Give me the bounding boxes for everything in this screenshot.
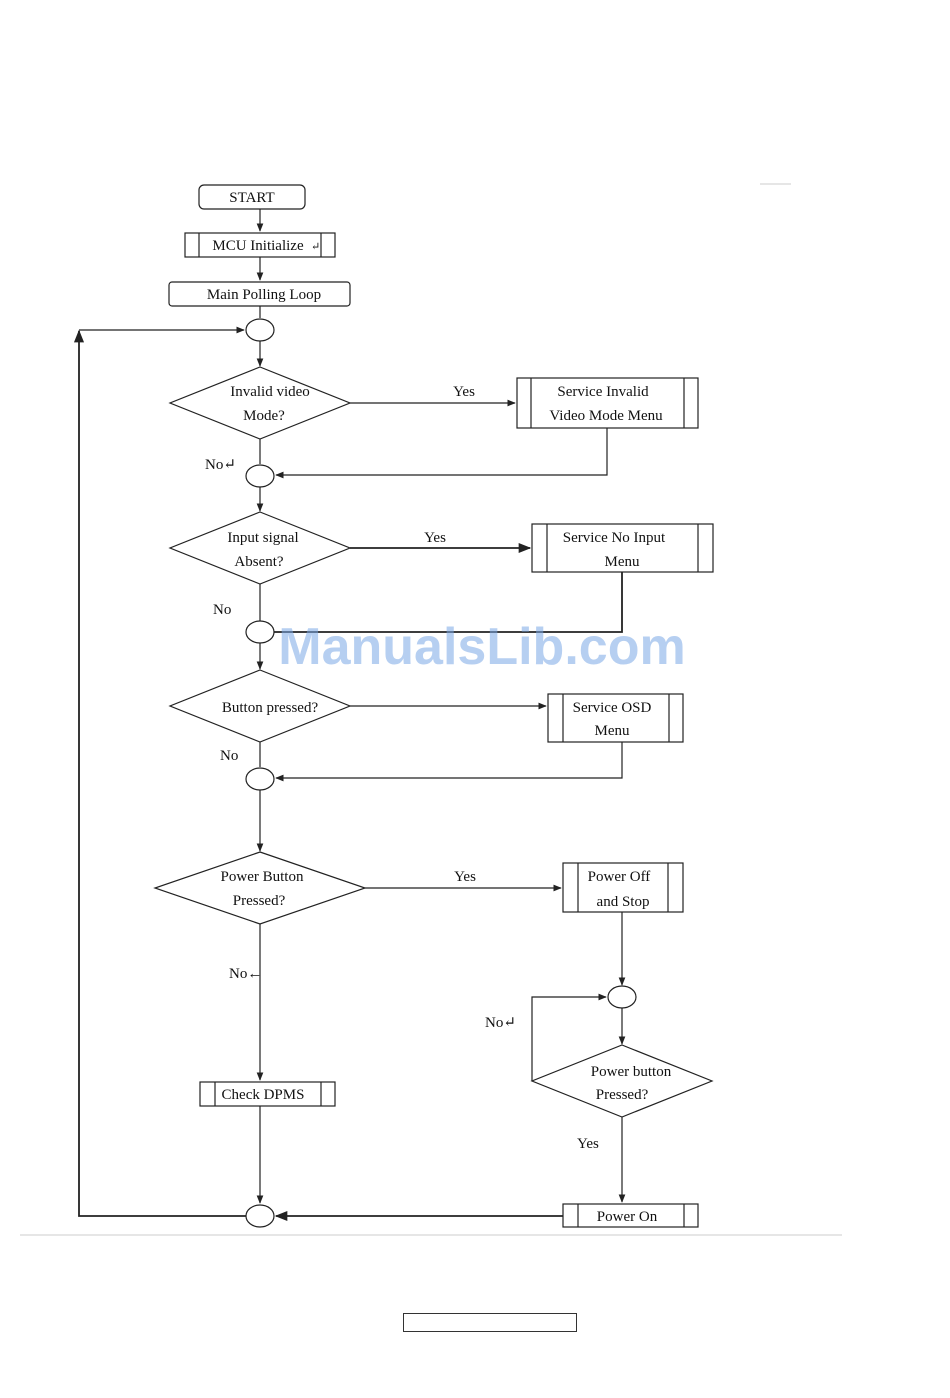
power-off-label-1: Power Off xyxy=(588,869,651,885)
check-dpms-label: Check DPMS xyxy=(222,1087,305,1103)
junction-6 xyxy=(245,1204,275,1228)
service-invalid-video-box: Service Invalid Video Mode Menu xyxy=(516,377,699,429)
power-off-label-2: and Stop xyxy=(597,894,650,910)
power-button-2-label-1: Power button xyxy=(591,1064,672,1080)
invalid-yes-label: Yes xyxy=(453,384,475,400)
junction-2 xyxy=(245,464,275,488)
power-button-label-2: Pressed? xyxy=(233,893,286,909)
input-absent-label-1: Input signal xyxy=(227,530,298,546)
power2-no-label: No↵ xyxy=(485,1015,516,1031)
mcu-initialize-mark: ↵ xyxy=(311,241,320,253)
mcu-initialize-label: MCU Initialize xyxy=(212,238,304,254)
main-polling-loop-label: Main Polling Loop xyxy=(207,287,321,303)
main-polling-loop-box: Main Polling Loop xyxy=(168,281,351,307)
button-no-label: No xyxy=(220,748,238,764)
power-button-2-decision: Power button Pressed? xyxy=(530,1044,714,1118)
button-pressed-decision: Button pressed? xyxy=(168,669,352,743)
service-osd-label-2: Menu xyxy=(595,723,630,739)
invalid-video-label-2: Mode? xyxy=(243,408,285,424)
input-absent-label-2: Absent? xyxy=(234,554,283,570)
mcu-initialize-box: MCU Initialize ↵ xyxy=(184,232,336,258)
power-on-label: Power On xyxy=(597,1209,658,1225)
input-absent-decision: Input signal Absent? xyxy=(168,511,352,585)
junction-1 xyxy=(245,318,275,342)
invalid-video-label-1: Invalid video xyxy=(230,384,310,400)
power-on-box: Power On xyxy=(562,1203,699,1228)
service-no-input-label-1: Service No Input xyxy=(563,530,666,546)
watermark-text: ManualsLib.com xyxy=(278,618,685,676)
service-osd-box: Service OSD Menu xyxy=(547,693,684,743)
junction-4 xyxy=(245,767,275,791)
input-yes-label: Yes xyxy=(424,530,446,546)
power-button-2-label-2: Pressed? xyxy=(596,1087,649,1103)
power-no-label: No← xyxy=(229,966,262,982)
power-button-label-1: Power Button xyxy=(221,869,304,885)
check-dpms-box: Check DPMS xyxy=(199,1081,336,1107)
service-no-input-box: Service No Input Menu xyxy=(531,523,714,573)
power-yes-label: Yes xyxy=(454,869,476,885)
start-label: START xyxy=(229,190,274,206)
start-node: START xyxy=(198,184,306,210)
invalid-video-decision: Invalid video Mode? xyxy=(168,366,352,440)
power-button-decision: Power Button Pressed? xyxy=(153,851,367,925)
arrow-service-invalid-return xyxy=(275,428,608,479)
power-off-box: Power Off and Stop xyxy=(562,862,684,913)
arrow-power2-no-loop xyxy=(531,993,607,1081)
junction-3 xyxy=(245,620,275,644)
page-number-box xyxy=(403,1313,577,1332)
arrow-loop-back xyxy=(73,329,246,1217)
service-no-input-label-2: Menu xyxy=(605,554,640,570)
arrow-service-no-input-return xyxy=(274,572,623,633)
service-osd-label-1: Service OSD xyxy=(573,700,652,716)
power2-yes-label: Yes xyxy=(577,1136,599,1152)
junction-5 xyxy=(607,985,637,1009)
invalid-no-label: No↵ xyxy=(205,457,236,473)
input-no-label: No xyxy=(213,602,231,618)
arrow-service-osd-return xyxy=(275,742,623,782)
button-pressed-label: Button pressed? xyxy=(222,700,319,716)
service-invalid-label-1: Service Invalid xyxy=(557,384,649,400)
service-invalid-label-2: Video Mode Menu xyxy=(549,408,663,424)
